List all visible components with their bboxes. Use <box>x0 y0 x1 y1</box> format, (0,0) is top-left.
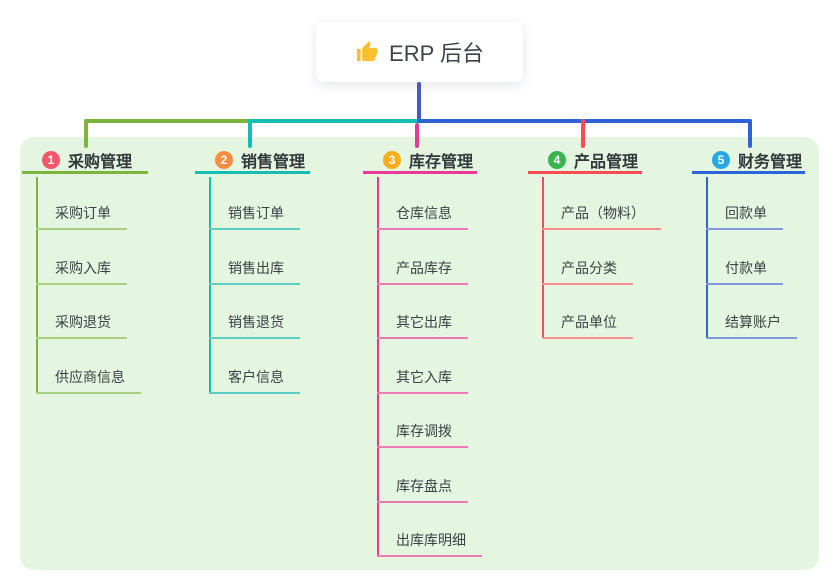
branch-header[interactable]: 4 产品管理 <box>528 148 642 174</box>
branch-number-badge: 1 <box>42 150 60 169</box>
branch-number-badge: 2 <box>215 150 233 169</box>
branch-spine-connector <box>36 177 38 394</box>
child-node[interactable]: 回款单 <box>706 203 783 230</box>
connector-drop-1 <box>84 119 88 148</box>
child-node[interactable]: 供应商信息 <box>36 367 141 394</box>
branch-number-badge: 3 <box>383 150 401 169</box>
branch-spine-connector <box>706 177 708 339</box>
connector-root-vertical <box>417 82 421 123</box>
root-node[interactable]: ERP 后台 <box>316 22 523 82</box>
branch-title: 财务管理 <box>738 153 803 171</box>
child-node[interactable]: 采购入库 <box>36 258 127 285</box>
branch-node-4[interactable]: 4 产品管理 产品（物料） 产品分类产品单位 <box>528 148 661 339</box>
child-node[interactable]: 客户信息 <box>209 367 300 394</box>
branch-number-badge: 4 <box>548 150 566 169</box>
branch-number-badge: 5 <box>712 150 730 169</box>
child-node[interactable]: 结算账户 <box>706 312 797 339</box>
child-node[interactable]: 销售订单 <box>209 203 300 230</box>
child-node[interactable]: 其它入库 <box>377 367 468 394</box>
connector-drop-5 <box>748 119 752 148</box>
child-node[interactable]: 仓库信息 <box>377 203 468 230</box>
branch-node-3[interactable]: 3 库存管理 仓库信息产品库存其它出库其它入库库存调拨库存盘点出库库明细 <box>363 148 482 557</box>
branch-title: 库存管理 <box>409 153 474 171</box>
branches-panel <box>20 137 819 570</box>
child-node[interactable]: 出库库明细 <box>377 530 482 557</box>
branch-header[interactable]: 5 财务管理 <box>692 148 805 174</box>
child-node[interactable]: 采购退货 <box>36 312 127 339</box>
connector-drop-3 <box>415 123 419 148</box>
thumbs-up-icon <box>357 41 378 61</box>
root-label: ERP 后台 <box>389 41 484 66</box>
child-node[interactable]: 产品单位 <box>542 312 633 339</box>
branch-node-2[interactable]: 2 销售管理 销售订单销售出库销售退货客户信息 <box>195 148 310 394</box>
child-node[interactable]: 销售出库 <box>209 258 300 285</box>
branch-spine-connector <box>377 177 379 557</box>
child-node[interactable]: 产品分类 <box>542 258 633 285</box>
child-node[interactable]: 产品库存 <box>377 258 468 285</box>
branch-node-1[interactable]: 1 采购管理 采购订单采购入库采购退货供应商信息 <box>22 148 148 394</box>
child-node[interactable]: 付款单 <box>706 258 783 285</box>
child-node[interactable]: 销售退货 <box>209 312 300 339</box>
branch-header[interactable]: 2 销售管理 <box>195 148 310 174</box>
connector-bus-green <box>84 119 252 123</box>
branch-spine-connector <box>209 177 211 394</box>
child-node[interactable]: 采购订单 <box>36 203 127 230</box>
child-node[interactable]: 产品（物料） <box>542 203 661 230</box>
branch-node-5[interactable]: 5 财务管理 回款单付款单结算账户 <box>692 148 805 339</box>
branch-header[interactable]: 1 采购管理 <box>22 148 148 174</box>
branch-title: 销售管理 <box>241 153 306 171</box>
branch-title: 采购管理 <box>68 153 133 171</box>
connector-drop-2 <box>248 119 252 148</box>
branch-header[interactable]: 3 库存管理 <box>363 148 477 174</box>
child-node[interactable]: 库存盘点 <box>377 476 468 503</box>
branch-spine-connector <box>542 177 544 339</box>
connector-drop-4 <box>581 119 585 148</box>
child-node[interactable]: 其它出库 <box>377 312 468 339</box>
connector-bus-teal <box>248 119 419 123</box>
branch-title: 产品管理 <box>574 153 639 171</box>
child-node[interactable]: 库存调拨 <box>377 421 468 448</box>
